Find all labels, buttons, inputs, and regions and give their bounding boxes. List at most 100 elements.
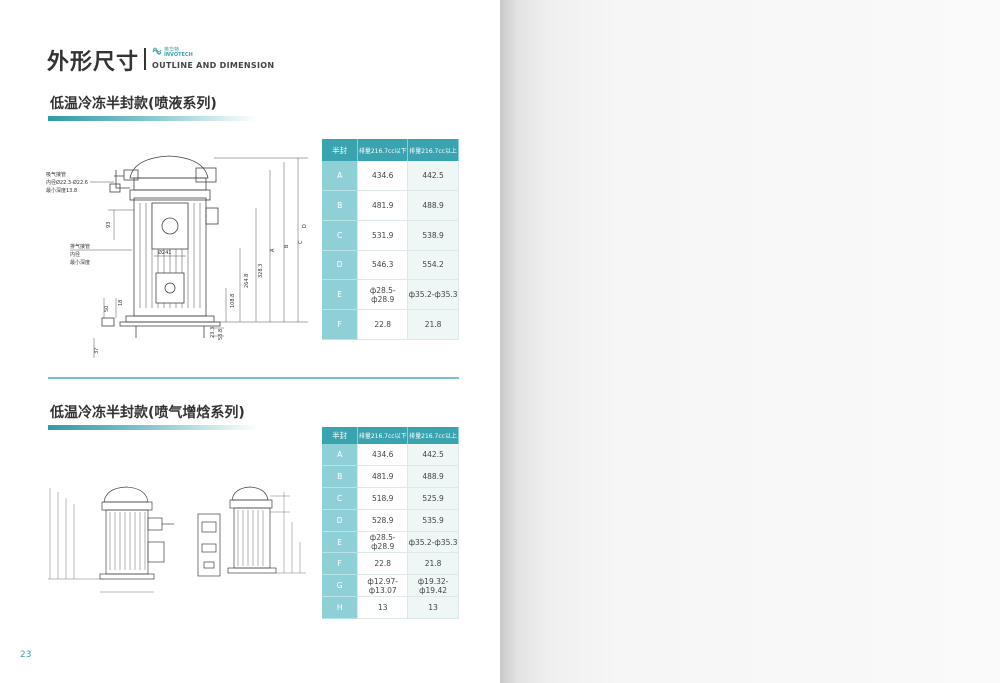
- table-cell: ф28.5-ф28.9: [357, 531, 409, 554]
- table-cell: ф35.2-ф35.3: [407, 279, 459, 310]
- table-cell: 21.8: [407, 552, 459, 576]
- table-cell: 488.9: [407, 190, 459, 221]
- table-cell: ф19.32-ф19.42: [407, 574, 459, 598]
- right-page-blank: [500, 0, 1000, 683]
- table-cell: ф35.2-ф35.3: [407, 531, 459, 554]
- page-title: 外形尺寸: [47, 50, 140, 75]
- dim-18: 18: [118, 300, 124, 306]
- dim-264: 264.8: [244, 274, 250, 288]
- suction-depth-label: 最小深度13.8: [46, 187, 77, 194]
- table-key-cell: H: [322, 596, 359, 619]
- table-key-cell: B: [322, 190, 359, 221]
- table-header: 排量216.7cc以上: [407, 139, 459, 161]
- table-cell: 442.5: [407, 444, 459, 467]
- table-key-cell: C: [322, 220, 359, 251]
- table-key-cell: F: [322, 552, 359, 576]
- compressor-drawing-2: [48, 486, 306, 593]
- section2-underline: [48, 425, 258, 430]
- table-key-cell: E: [322, 531, 359, 554]
- table-row: D 546.3 554.2: [322, 250, 459, 281]
- page-subtitle: OUTLINE AND DIMENSION: [152, 61, 275, 70]
- spec-table-1: 半封 排量216.7cc以下 排量216.7cc以上 A 434.6 442.5…: [322, 139, 459, 340]
- table-header: 排量216.7cc以下: [357, 139, 409, 161]
- table-cell: 488.9: [407, 465, 459, 489]
- table-cell: 481.9: [357, 465, 409, 489]
- table-cell: 434.6: [357, 161, 409, 192]
- dim-93: 93: [106, 222, 112, 228]
- table-cell: 554.2: [407, 250, 459, 281]
- dim-23: 23.3: [210, 327, 216, 338]
- table-row: C 531.9 538.9: [322, 220, 459, 251]
- table-cell: 535.9: [407, 509, 459, 532]
- suction-label: 吸气接管: [46, 171, 66, 178]
- section1-title: 低温冷冻半封款(喷液系列): [50, 96, 217, 112]
- dim-A: A: [270, 248, 276, 252]
- table-cell: 442.5: [407, 161, 459, 192]
- table-cell: 525.9: [407, 487, 459, 510]
- dim-328: 328.3: [258, 264, 264, 278]
- section-divider: [48, 377, 459, 379]
- table-row: F 22.8 21.8: [322, 309, 459, 340]
- dim-D: D: [302, 224, 308, 228]
- table-key-cell: B: [322, 465, 359, 489]
- section1-underline: [48, 116, 258, 121]
- table-row: D 528.9 535.9: [322, 509, 459, 532]
- table-key-cell: A: [322, 444, 359, 467]
- table-cell: 518.9: [357, 487, 409, 510]
- page-number: 23: [20, 650, 32, 660]
- suction-id-label: 内径Ø22.3-Ø22.6: [46, 179, 88, 186]
- table-cell: 481.9: [357, 190, 409, 221]
- table-header: 半封: [322, 427, 359, 444]
- table-header: 排量216.7cc以上: [407, 427, 459, 444]
- brand-logo: 英华特 INVOTECH: [152, 47, 193, 59]
- title-divider: [144, 48, 146, 70]
- table-cell: 22.8: [357, 552, 409, 576]
- table-key-cell: D: [322, 250, 359, 281]
- dim-37: 37: [94, 348, 100, 354]
- table-key-cell: D: [322, 509, 359, 532]
- table-cell: 434.6: [357, 444, 409, 467]
- table-cell: 546.3: [357, 250, 409, 281]
- table-cell: 13: [357, 596, 409, 619]
- logo-en: INVOTECH: [164, 52, 193, 58]
- section2-title: 低温冷冻半封款(喷气增焓系列): [50, 405, 245, 421]
- dim-108: 108.8: [230, 294, 236, 308]
- table-row: B 481.9 488.9: [322, 465, 459, 489]
- dim-C: C: [298, 240, 304, 244]
- table-cell: ф28.5-ф28.9: [357, 279, 409, 310]
- compressor-drawing-1: 吸气接管 内径Ø22.3-Ø22.6 最小深度13.8 排气接管 内径 最小深度…: [46, 155, 308, 358]
- table-header: 排量216.7cc以下: [357, 427, 409, 444]
- table-key-cell: E: [322, 279, 359, 310]
- discharge-label: 排气接管: [70, 243, 90, 250]
- discharge-depth-label: 最小深度: [70, 259, 90, 266]
- table-row: F 22.8 21.8: [322, 552, 459, 576]
- table-row: A 434.6 442.5: [322, 161, 459, 192]
- table-cell: 13: [407, 596, 459, 619]
- table-cell: 22.8: [357, 309, 409, 340]
- dim-53: 53.8: [218, 329, 224, 340]
- logo-icon: [152, 47, 162, 55]
- discharge-id-label: 内径: [70, 251, 80, 258]
- table-key-cell: C: [322, 487, 359, 510]
- table-header-row: 半封 排量216.7cc以下 排量216.7cc以上: [322, 139, 459, 161]
- table-cell: 528.9: [357, 509, 409, 532]
- dim-50: 50: [104, 306, 110, 312]
- table-cell: 531.9: [357, 220, 409, 251]
- table-cell: 21.8: [407, 309, 459, 340]
- table-row: G ф12.97-ф13.07 ф19.32-ф19.42: [322, 574, 459, 598]
- table-header-row: 半封 排量216.7cc以下 排量216.7cc以上: [322, 427, 459, 444]
- logo-cn: 英华特: [164, 47, 180, 53]
- table-header: 半封: [322, 139, 359, 161]
- table-row: A 434.6 442.5: [322, 444, 459, 467]
- table-row: H 13 13: [322, 596, 459, 619]
- table-key-cell: A: [322, 161, 359, 192]
- table-row: E ф28.5-ф28.9 ф35.2-ф35.3: [322, 531, 459, 554]
- dim-B: B: [284, 244, 290, 248]
- spec-table-2: 半封 排量216.7cc以下 排量216.7cc以上 A 434.6 442.5…: [322, 427, 459, 619]
- table-row: B 481.9 488.9: [322, 190, 459, 221]
- table-cell: ф12.97-ф13.07: [357, 574, 409, 598]
- left-page: 外形尺寸 英华特 INVOTECH OUTLINE AND DIMENSION …: [20, 47, 459, 660]
- table-row: E ф28.5-ф28.9 ф35.2-ф35.3: [322, 279, 459, 310]
- table-key-cell: G: [322, 574, 359, 598]
- table-key-cell: F: [322, 309, 359, 340]
